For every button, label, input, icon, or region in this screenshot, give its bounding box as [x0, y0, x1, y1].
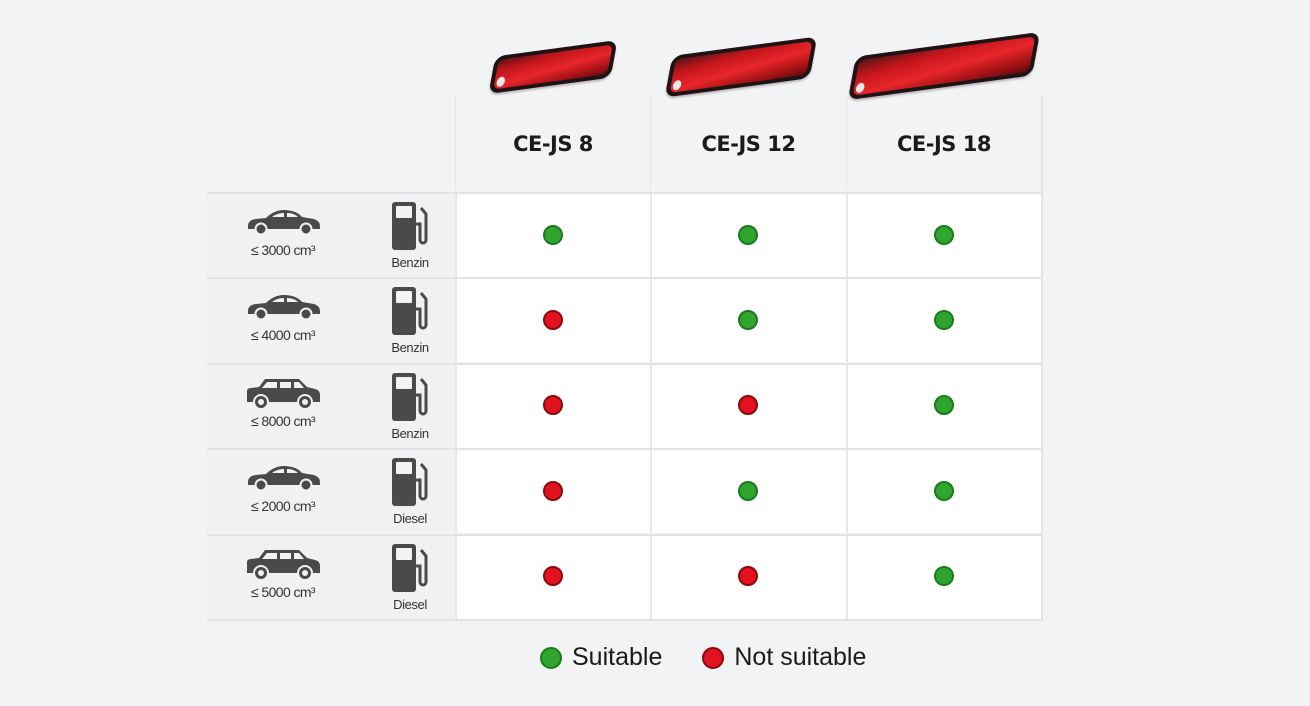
product-name: CE-JS 12 [701, 132, 796, 156]
grid-bottom-border [207, 619, 1041, 621]
suitability-cell-ce-js-8 [455, 364, 650, 448]
suitability-cell-ce-js-8 [455, 279, 650, 363]
fuel-type: Diesel [393, 596, 427, 612]
fuel-type: Benzin [391, 255, 429, 270]
legend-label-not-suitable: Not suitable [734, 643, 867, 671]
suitability-cell-ce-js-8 [455, 194, 650, 277]
red-dot-icon [542, 309, 563, 330]
engine-displacement: ≤ 5000 cm³ [251, 583, 316, 600]
suv-car-icon [247, 378, 320, 410]
table-row: ≤ 4000 cm³ Benzin [207, 277, 1041, 363]
product-header-ce-js-8: CE-JS 8 [455, 39, 650, 190]
suitability-cell-ce-js-8 [455, 450, 650, 534]
suitability-cell-ce-js-8 [455, 535, 650, 619]
suitability-cell-ce-js-12 [650, 194, 846, 277]
green-dot-icon [933, 395, 954, 416]
green-dot-icon [933, 309, 954, 330]
jump-starter-device-icon [664, 36, 818, 98]
product-name: CE-JS 8 [513, 132, 593, 156]
green-dot-icon [738, 480, 758, 501]
fuel-pump-icon [392, 458, 428, 507]
suitability-cell-ce-js-18 [846, 450, 1041, 534]
fuel-type: Benzin [391, 425, 429, 441]
green-dot-icon [540, 646, 562, 669]
suitability-cell-ce-js-18 [846, 194, 1041, 277]
jump-starter-device-icon [847, 31, 1041, 101]
fuel-pump-icon [392, 372, 428, 421]
vehicle-label-cell: ≤ 5000 cm³ Diesel [207, 535, 455, 619]
vehicle-label-cell: ≤ 2000 cm³ Diesel [207, 450, 455, 534]
product-header-ce-js-12: CE-JS 12 [650, 36, 846, 190]
table-row: ≤ 8000 cm³ Benzin [207, 362, 1041, 448]
sedan-car-icon [248, 466, 320, 492]
table-row: ≤ 5000 cm³ Diesel [207, 533, 1041, 619]
green-dot-icon [933, 566, 954, 587]
product-header-ce-js-18: CE-JS 18 [846, 31, 1043, 190]
green-dot-icon [933, 480, 954, 501]
suitability-cell-ce-js-12 [650, 450, 846, 534]
green-dot-icon [738, 309, 758, 330]
vehicle-label-cell: ≤ 8000 cm³ Benzin [207, 364, 455, 448]
sedan-car-icon [248, 210, 320, 236]
legend: Suitable Not suitable [540, 643, 906, 672]
suitability-cell-ce-js-18 [846, 535, 1041, 619]
green-dot-icon [933, 224, 954, 245]
suitability-cell-ce-js-18 [846, 279, 1041, 363]
fuel-pump-icon [392, 287, 428, 336]
product-name: CE-JS 18 [897, 132, 991, 156]
vehicle-label-cell: ≤ 3000 cm³ Benzin [207, 194, 455, 277]
red-dot-icon [738, 395, 758, 416]
fuel-pump-icon [392, 202, 428, 250]
engine-displacement: ≤ 3000 cm³ [251, 242, 316, 258]
suitability-cell-ce-js-12 [650, 279, 846, 363]
legend-not-suitable: Not suitable [702, 643, 866, 672]
red-dot-icon [738, 566, 758, 587]
red-dot-icon [542, 480, 563, 501]
green-dot-icon [542, 224, 563, 245]
green-dot-icon [738, 224, 758, 245]
red-dot-icon [702, 646, 725, 669]
red-dot-icon [542, 566, 563, 587]
engine-displacement: ≤ 4000 cm³ [251, 327, 316, 344]
red-dot-icon [542, 395, 563, 416]
suitability-cell-ce-js-12 [650, 535, 846, 619]
legend-suitable: Suitable [540, 643, 662, 672]
engine-displacement: ≤ 2000 cm³ [251, 498, 316, 515]
grid-right-border [1041, 96, 1043, 621]
sedan-car-icon [248, 295, 320, 321]
table-row: ≤ 3000 cm³ Benzin [207, 192, 1041, 277]
engine-displacement: ≤ 8000 cm³ [251, 412, 316, 429]
suv-car-icon [247, 549, 320, 581]
vehicle-label-cell: ≤ 4000 cm³ Benzin [207, 279, 455, 363]
fuel-pump-icon [392, 543, 428, 592]
fuel-type: Diesel [393, 511, 427, 527]
table-row: ≤ 2000 cm³ Diesel [207, 448, 1041, 534]
legend-label-suitable: Suitable [572, 643, 663, 671]
jump-starter-device-icon [488, 39, 618, 95]
suitability-cell-ce-js-12 [650, 364, 846, 448]
fuel-type: Benzin [391, 340, 429, 356]
suitability-cell-ce-js-18 [846, 364, 1041, 448]
